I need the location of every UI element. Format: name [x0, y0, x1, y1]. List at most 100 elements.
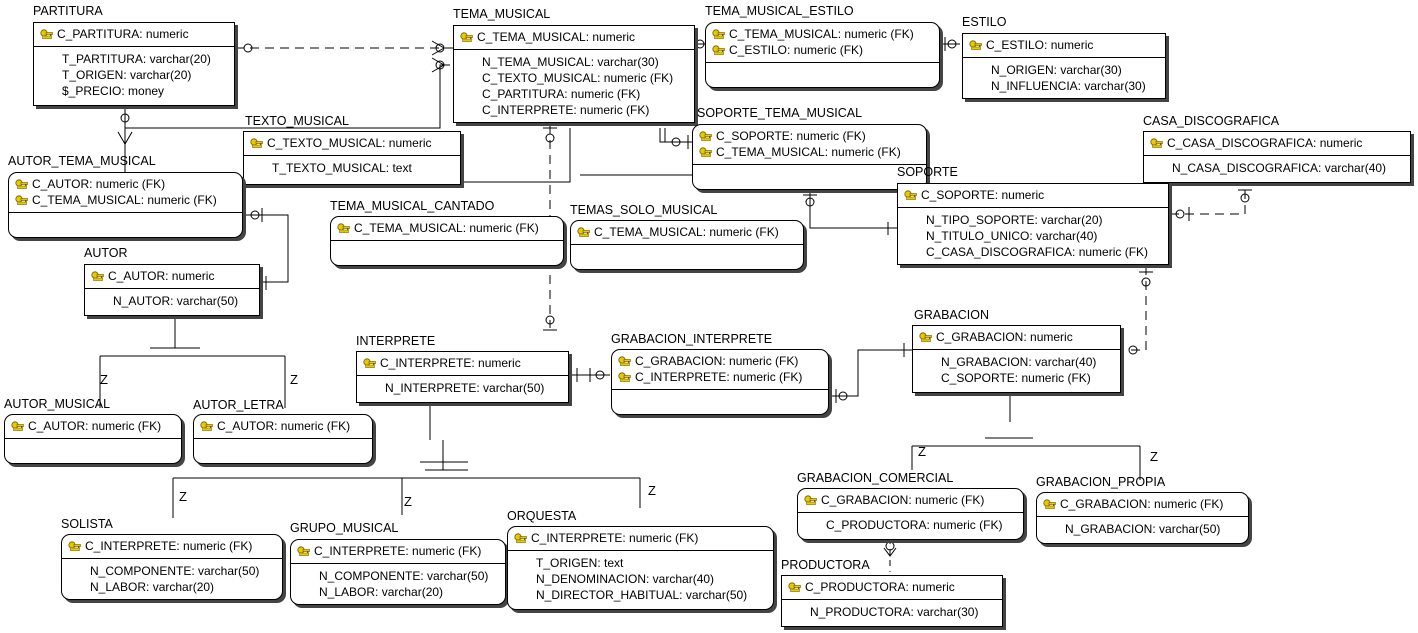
- key-icon: [618, 372, 631, 382]
- attribute-section: [194, 439, 372, 446]
- entity-box[interactable]: C_INTERPRETE: numeric (FK)N_COMPONENTE: …: [290, 539, 506, 605]
- key-icon: [363, 358, 376, 368]
- primary-key-attribute: C_PRODUCTORA: numeric: [805, 580, 955, 594]
- primary-key-section: C_GRABACION: numeric (FK): [1037, 493, 1248, 517]
- key-icon: [1043, 499, 1056, 509]
- primary-key-attribute: C_TEMA_MUSICAL: numeric (FK): [729, 27, 914, 41]
- entity-title: SOPORTE_TEMA_MUSICAL: [697, 106, 863, 120]
- entity-title: GRABACION: [914, 308, 990, 322]
- entity-box[interactable]: C_AUTOR: numeric (FK)C_TEMA_MUSICAL: num…: [8, 172, 243, 238]
- primary-key-section: C_CASA_DISCOGRAFICA: numeric: [1144, 132, 1410, 156]
- primary-key-section: C_INTERPRETE: numeric (FK): [62, 535, 282, 559]
- key-icon: [11, 421, 24, 431]
- attribute-row: N_COMPONENTE: varchar(50): [90, 564, 260, 578]
- primary-key-section: C_INTERPRETE: numeric: [357, 352, 568, 376]
- attribute-row: N_ORIGEN: varchar(30): [991, 63, 1122, 77]
- attribute-section: N_AUTOR: varchar(50): [85, 289, 259, 312]
- entity-title: CASA_DISCOGRAFICA: [1143, 114, 1280, 128]
- primary-key-attribute: C_AUTOR: numeric (FK): [32, 177, 166, 191]
- primary-key-row: C_PARTITURA: numeric: [40, 26, 230, 42]
- primary-key-row: C_ESTILO: numeric (FK): [712, 42, 935, 58]
- entity-title: AUTOR_TEMA_MUSICAL: [8, 154, 156, 168]
- rel-autor-autor-tema: [244, 214, 289, 283]
- attribute-row: N_INFLUENCIA: varchar(30): [991, 79, 1146, 93]
- primary-key-section: C_GRABACION: numeric: [913, 326, 1120, 350]
- attribute-section: N_GRABACION: varchar(40)C_SOPORTE: numer…: [913, 350, 1120, 389]
- primary-key-row: C_INTERPRETE: numeric (FK): [297, 543, 501, 559]
- subtype-label: Z: [404, 494, 412, 509]
- attribute-section: N_INTERPRETE: varchar(50): [357, 376, 568, 399]
- primary-key-attribute: C_AUTOR: numeric (FK): [28, 419, 162, 433]
- entity-box[interactable]: C_GRABACION: numeric (FK)C_INTERPRETE: n…: [611, 349, 829, 415]
- primary-key-attribute: C_INTERPRETE: numeric (FK): [531, 531, 699, 545]
- attribute-row: N_LABOR: varchar(20): [319, 585, 444, 599]
- entity-box[interactable]: C_TEMA_MUSICAL: numeric (FK) C_ESTILO: nu…: [705, 22, 940, 88]
- entity-title: ORQUESTA: [507, 509, 577, 523]
- entity-title: AUTOR_MUSICAL: [4, 397, 111, 411]
- primary-key-attribute: C_SOPORTE: numeric: [921, 188, 1045, 202]
- primary-key-attribute: C_TEMA_MUSICAL: numeric (FK): [354, 221, 539, 235]
- attribute-section: [5, 439, 181, 446]
- primary-key-attribute: C_AUTOR: numeric (FK): [217, 419, 351, 433]
- entity-box[interactable]: C_TEMA_MUSICAL: numeric (FK): [570, 220, 804, 270]
- key-icon: [250, 138, 263, 148]
- attribute-section: N_TEMA_MUSICAL: varchar(30)C_TEXTO_MUSIC…: [454, 50, 694, 121]
- entity-title: GRUPO_MUSICAL: [290, 521, 399, 535]
- primary-key-attribute: C_INTERPRETE: numeric (FK): [635, 370, 803, 384]
- key-icon: [337, 223, 350, 233]
- attribute-section: T_TEXTO_MUSICAL: text: [244, 156, 460, 179]
- entity-box[interactable]: C_GRABACION: numeric (FK) N_GRABACION: va…: [1036, 492, 1249, 544]
- primary-key-attribute: C_ESTILO: numeric (FK): [729, 43, 864, 57]
- attribute-section: [9, 213, 242, 220]
- entity-box[interactable]: C_SOPORTE: numeric (FK)C_TEMA_MUSICAL: n…: [692, 124, 927, 190]
- entity-box[interactable]: C_TEMA_MUSICAL: numeric (FK): [330, 216, 564, 266]
- attribute-row: T_TEXTO_MUSICAL: text: [272, 161, 412, 175]
- key-icon: [699, 131, 712, 141]
- primary-key-attribute: C_PARTITURA: numeric: [57, 27, 189, 41]
- primary-key-section: C_ESTILO: numeric: [963, 34, 1165, 58]
- primary-key-section: C_GRABACION: numeric (FK)C_INTERPRETE: n…: [612, 350, 828, 390]
- rel-interprete-subtypes: [172, 406, 641, 518]
- attribute-row: N_GRABACION: varchar(50): [1065, 522, 1221, 536]
- entity-title: SOLISTA: [61, 517, 113, 531]
- attribute-section: N_CASA_DISCOGRAFICA: varchar(40): [1144, 156, 1410, 179]
- primary-key-attribute: C_GRABACION: numeric (FK): [1060, 497, 1224, 511]
- primary-key-row: C_TEMA_MUSICAL: numeric (FK): [337, 220, 559, 236]
- attribute-row: N_INTERPRETE: varchar(50): [385, 381, 545, 395]
- primary-key-section: C_AUTOR: numeric (FK): [5, 415, 181, 439]
- primary-key-section: C_SOPORTE: numeric (FK)C_TEMA_MUSICAL: n…: [693, 125, 926, 165]
- primary-key-row: C_TEMA_MUSICAL: numeric (FK): [577, 224, 799, 240]
- entity-title: TEMA_MUSICAL_ESTILO: [705, 4, 854, 18]
- entity-box[interactable]: C_INTERPRETE: numeric (FK) N_COMPONENTE: …: [61, 534, 283, 600]
- entity-box[interactable]: C_INTERPRETE: numeric (FK) T_ORIGEN: text…: [507, 526, 774, 610]
- attribute-row: N_TIPO_SOPORTE: varchar(20): [926, 213, 1103, 227]
- entity-box[interactable]: C_GRABACION: numeric (FK)C_PRODUCTORA: n…: [797, 488, 1024, 540]
- attribute-row: T_ORIGEN: text: [536, 556, 624, 570]
- entity-title: GRABACION_INTERPRETE: [611, 332, 773, 346]
- entity-title: GRABACION_COMERCIAL: [797, 471, 954, 485]
- attribute-section: [331, 241, 563, 248]
- primary-key-row: C_TEMA_MUSICAL: numeric (FK): [15, 192, 238, 208]
- entity-box[interactable]: C_AUTOR: numeric (FK): [4, 414, 182, 464]
- primary-key-row: C_INTERPRETE: numeric (FK): [514, 530, 769, 546]
- rel-soporte-soporte-tema: [809, 190, 897, 229]
- subtype-label: Z: [290, 372, 298, 387]
- attribute-section: N_PRODUCTORA: varchar(30): [782, 600, 1002, 623]
- attribute-section: N_ORIGEN: varchar(30) N_INFLUENCIA: varch…: [963, 58, 1165, 97]
- entity-box[interactable]: C_AUTOR: numeric (FK): [193, 414, 373, 464]
- attribute-row: C_INTERPRETE: numeric (FK): [482, 103, 650, 117]
- key-icon: [804, 495, 817, 505]
- attribute-row: N_TITULO_UNICO: varchar(40): [926, 229, 1098, 243]
- attribute-row: N_DENOMINACION: varchar(40): [536, 572, 715, 586]
